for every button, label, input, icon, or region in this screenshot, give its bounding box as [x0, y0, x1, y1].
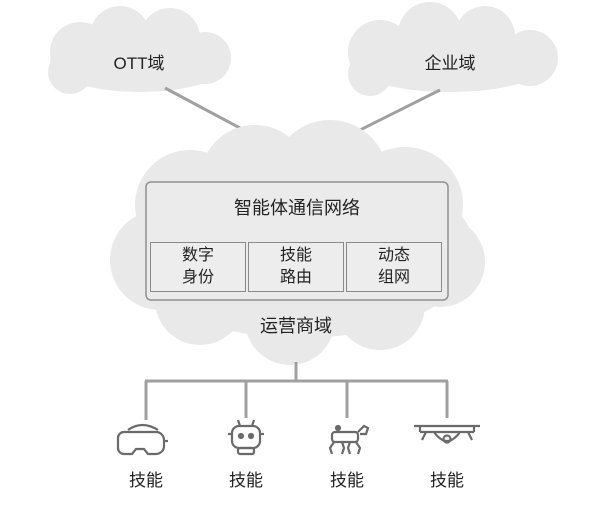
- module-line2: 身份: [181, 269, 214, 286]
- skill-label: 技能: [229, 471, 263, 490]
- robot-dog-icon: [328, 424, 370, 455]
- ott-domain-label: OTT域: [113, 54, 165, 73]
- ott-domain-cloud: [48, 6, 231, 94]
- module-line2: 路由: [279, 269, 312, 286]
- drone-icon: [414, 424, 480, 444]
- operator-domain-label: 运营商域: [260, 316, 332, 336]
- module-skill-routing: 技能 路由: [248, 242, 344, 292]
- module-line1: 数字: [181, 247, 214, 264]
- vr-headset-icon: [116, 423, 168, 456]
- enterprise-domain-label: 企业域: [424, 54, 476, 73]
- module-line2: 组网: [377, 269, 410, 286]
- skill-label: 技能: [330, 471, 364, 490]
- skills-tree: [144, 362, 449, 420]
- skill-label: 技能: [430, 471, 464, 490]
- enterprise-domain-cloud: [348, 2, 558, 96]
- module-dynamic-networking: 动态 组网: [346, 242, 442, 292]
- agent-network-title: 智能体通信网络: [234, 198, 360, 218]
- skill-label: 技能: [129, 471, 163, 490]
- module-digital-identity: 数字 身份: [150, 242, 246, 292]
- module-line1: 技能: [279, 247, 312, 264]
- robot-icon: [228, 419, 264, 456]
- module-line1: 动态: [377, 247, 410, 264]
